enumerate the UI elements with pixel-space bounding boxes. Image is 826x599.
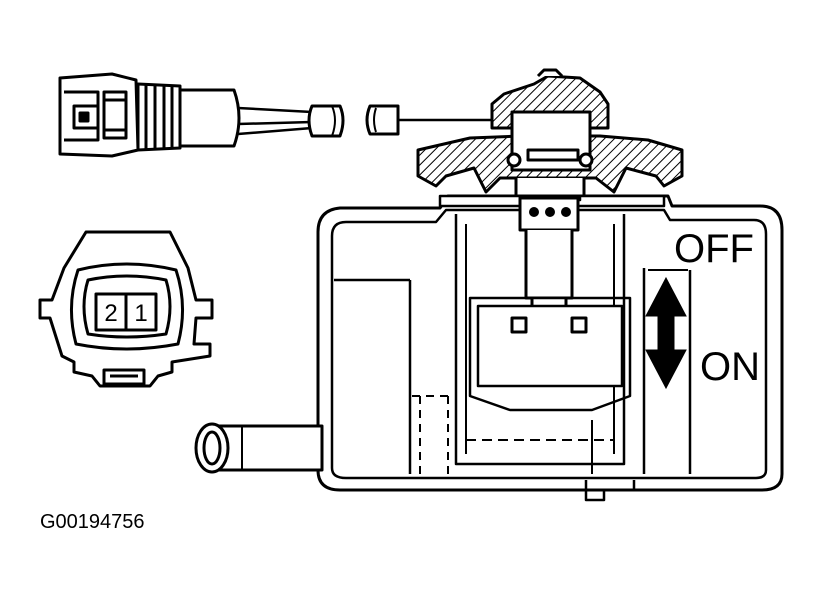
float-stem <box>468 196 632 412</box>
harness-connector <box>58 72 513 158</box>
reservoir-cap <box>416 68 684 208</box>
figure-code: G00194756 <box>40 511 145 533</box>
connector-face <box>38 230 214 388</box>
outlet-pipe <box>194 422 324 474</box>
off-label: OFF <box>674 227 754 271</box>
pin-2-label: 2 <box>104 300 117 327</box>
pin-1-label: 1 <box>134 300 147 327</box>
direction-arrow <box>645 276 687 390</box>
on-label: ON <box>700 345 760 389</box>
reservoir-tank <box>316 194 784 502</box>
